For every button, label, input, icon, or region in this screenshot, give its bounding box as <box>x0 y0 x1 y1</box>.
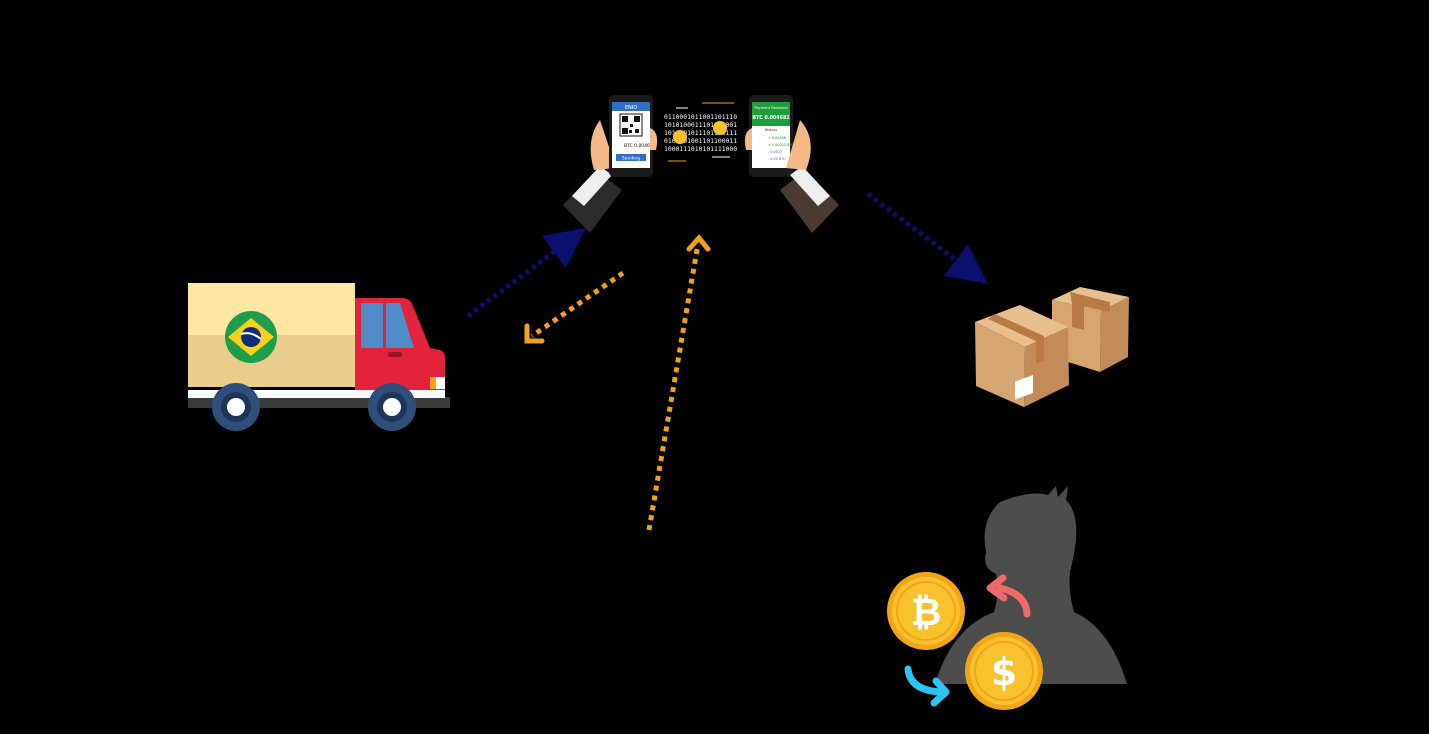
phone-left-amount: BTC 0.00468 <box>624 143 653 149</box>
phone-right-row: - 0.00 BTC <box>768 157 786 161</box>
phone-left: ENIO BTC 0.00468 Sending <box>609 95 658 177</box>
phone-right-amount: BTC 0.004682 <box>752 115 789 121</box>
truck-indicator <box>430 377 436 389</box>
arrow-bottom-to-phones <box>646 234 711 531</box>
bitcoin-coin-icon: ₿ <box>887 572 965 650</box>
truck-front-wheel <box>368 383 416 431</box>
mini-coin-icon <box>673 130 687 144</box>
binary-line: 1010101011101100111 <box>664 129 737 137</box>
phone-right-label: History <box>765 128 779 132</box>
bitcoin-symbol: ₿ <box>911 590 942 634</box>
brazil-flag-icon <box>225 311 277 363</box>
phone-right: Payment Received BTC 0.004682 History + … <box>744 95 794 177</box>
exchange-arrow-red-icon <box>986 574 1031 618</box>
truck-stripe <box>188 390 445 398</box>
arrow-truck-to-phones <box>466 228 587 319</box>
binary-line: 1000111010101111000 <box>664 145 737 153</box>
phone-right-row: + 0.00468 <box>768 136 786 140</box>
binary-line: 0110001011001101110 <box>664 113 737 121</box>
truck-door-handle <box>388 352 402 357</box>
phone-left-button: Sending <box>622 156 640 162</box>
truck-window-side <box>361 303 383 348</box>
delivery-truck-icon <box>188 283 450 431</box>
cardboard-boxes-icon <box>975 287 1129 407</box>
smartphones-payment-icon: ENIO BTC 0.00468 Sending 011000101100110… <box>563 95 839 233</box>
phone-right-row: + 0.00022 BTC <box>768 143 794 147</box>
truck-chassis <box>188 397 450 408</box>
exchange-arrow-cyan-icon <box>904 665 950 707</box>
phone-left-header: ENIO <box>625 105 637 111</box>
truck-window-front <box>386 303 414 348</box>
right-hand <box>780 120 839 233</box>
phone-right-header: Payment Received <box>754 106 787 110</box>
mini-coin-icon <box>713 121 727 135</box>
person-silhouette-icon <box>935 486 1127 684</box>
barcode-label-icon <box>1015 375 1033 400</box>
arrow-phones-to-truck <box>524 270 625 344</box>
dollar-symbol: $ <box>991 650 1017 694</box>
flow-arrows <box>466 192 988 531</box>
qr-code-icon <box>619 113 643 137</box>
binary-data-stream: 0110001011001101110 1010100011101101001 … <box>664 102 737 162</box>
arrow-phones-to-boxes <box>866 192 988 284</box>
phone-right-row: - 0.0017 <box>768 150 782 154</box>
dollar-coin-icon: $ <box>965 632 1043 710</box>
binary-line: 0101001001101100011 <box>664 137 737 145</box>
binary-line: 1010100011101101001 <box>664 121 737 129</box>
box-front <box>975 305 1069 407</box>
truck-rear-wheel <box>212 383 260 431</box>
